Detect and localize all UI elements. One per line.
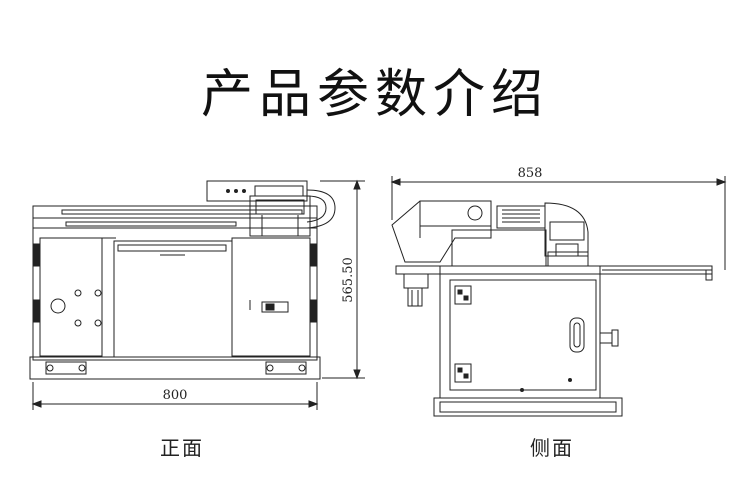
page-title: 产品参数介绍 bbox=[200, 65, 549, 125]
front-width-label: 800 bbox=[163, 388, 188, 403]
front-base bbox=[29, 356, 321, 380]
side-view-caption: 侧面 bbox=[530, 436, 574, 460]
front-gantry-rail bbox=[32, 205, 318, 219]
front-power-switch bbox=[261, 301, 289, 313]
front-cabinet bbox=[32, 227, 318, 361]
front-view-drawing bbox=[29, 179, 365, 410]
side-view-drawing bbox=[390, 176, 727, 417]
front-height-label: 565.50 bbox=[341, 257, 356, 303]
front-carriage bbox=[249, 195, 311, 237]
front-printhead bbox=[206, 180, 308, 202]
front-view-caption: 正面 bbox=[160, 436, 204, 460]
side-base bbox=[433, 397, 623, 417]
side-ink-housing bbox=[391, 200, 492, 263]
front-table bbox=[113, 240, 233, 358]
side-head-unit bbox=[496, 205, 546, 229]
side-door-handle bbox=[569, 317, 585, 353]
side-depth-label: 858 bbox=[518, 166, 543, 181]
